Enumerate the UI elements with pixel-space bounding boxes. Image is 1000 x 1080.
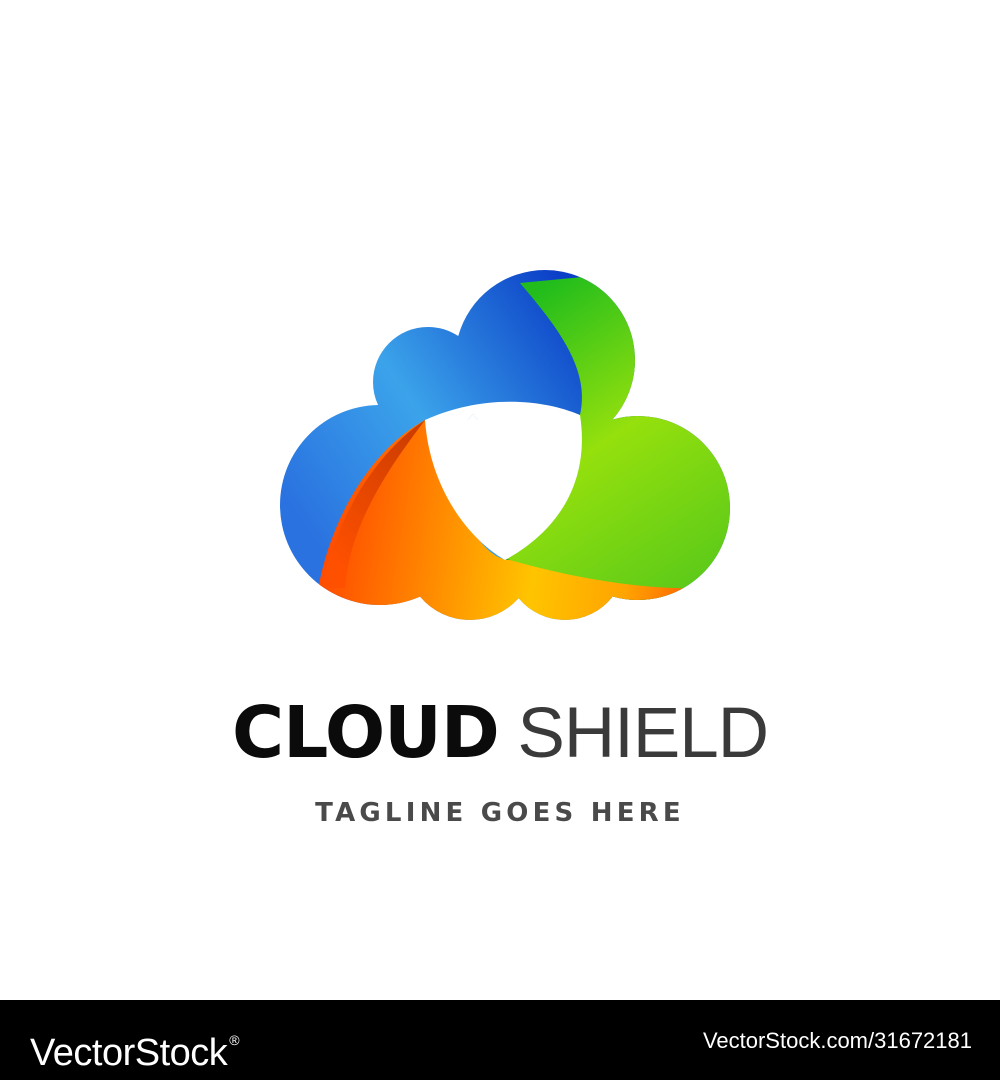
vectorstock-logo: VectorStock®: [30, 1016, 240, 1077]
brand-name: CLOUD SHIELD: [0, 688, 1000, 779]
registered-mark: ®: [229, 1032, 240, 1048]
watermark-footer: VectorStock® VectorStock.com/31672181: [0, 1000, 1000, 1080]
logo-artboard: CLOUD SHIELD TAGLINE GOES HERE: [0, 270, 1000, 828]
tagline: TAGLINE GOES HERE: [315, 798, 685, 828]
image-id: VectorStock.com/31672181: [702, 1028, 972, 1053]
brand-name-light: SHIELD: [517, 694, 769, 773]
cloud-shield-icon: [280, 270, 730, 620]
vectorstock-logo-text: VectorStock: [30, 1032, 228, 1074]
brand-name-bold: CLOUD: [232, 691, 500, 774]
